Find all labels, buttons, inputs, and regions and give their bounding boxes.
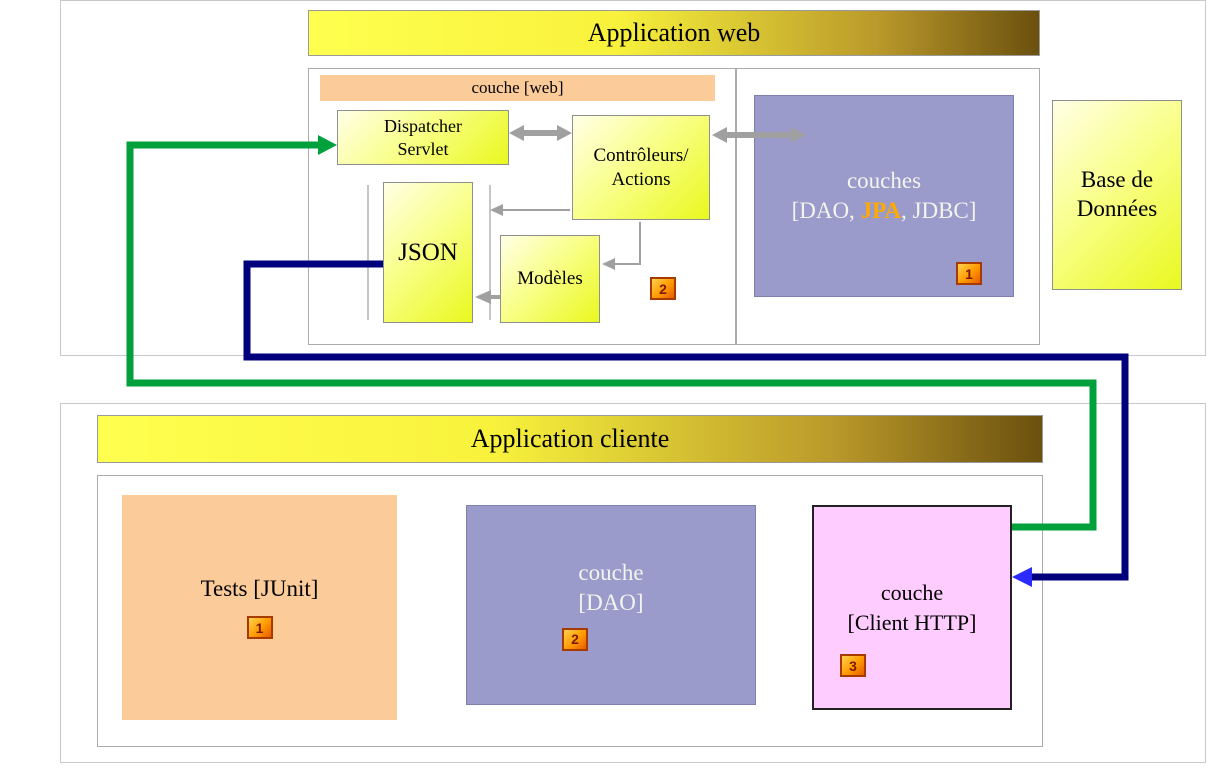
- json-label: JSON: [398, 238, 458, 266]
- dao-layers-line1: couches: [846, 168, 922, 193]
- tests-junit-label: Tests [JUnit]: [200, 576, 319, 601]
- client-app-title-bar: Application cliente: [97, 415, 1043, 463]
- client-dao-line1: couche: [578, 559, 644, 585]
- client-http-badge: 3: [840, 654, 866, 677]
- models-box: Modèles: [500, 235, 600, 323]
- controllers-actions-label: Contrôleurs/ Actions: [593, 144, 689, 190]
- tests-junit-badge: 1: [246, 616, 273, 639]
- dao-layers-badge: 1: [956, 262, 982, 285]
- web-layer-label: couche [web]: [471, 78, 564, 97]
- dao-layers-box: couches [DAO, JPA, JDBC] 1: [754, 95, 1014, 297]
- client-dao-badge: 2: [562, 627, 588, 651]
- database-box: Base de Données: [1052, 100, 1182, 290]
- client-http-box: couche [Client HTTP] 3: [812, 505, 1012, 710]
- client-dao-box: couche [DAO] 2: [466, 505, 756, 705]
- dispatcher-servlet-box: Dispatcher Servlet: [337, 110, 509, 165]
- dao-layers-line2-prefix: [DAO,: [791, 198, 861, 223]
- client-app-title: Application cliente: [470, 424, 670, 453]
- database-label: Base de Données: [1076, 167, 1158, 221]
- web-layer-label-bar: couche [web]: [320, 75, 715, 101]
- tests-junit-box: Tests [JUnit] 1: [122, 495, 397, 720]
- dao-layers-jpa-label: JPA: [860, 198, 902, 223]
- dao-layers-line2: [DAO, JPA, JDBC]: [792, 198, 977, 224]
- client-dao-line2: [DAO]: [578, 589, 644, 615]
- models-label: Modèles: [517, 268, 583, 290]
- json-box: JSON: [383, 182, 473, 323]
- controllers-actions-box: Contrôleurs/ Actions: [572, 115, 710, 220]
- models-badge: 2: [650, 277, 676, 300]
- web-app-title: Application web: [587, 18, 761, 47]
- dao-layers-line2-suffix: , JDBC]: [901, 198, 977, 223]
- client-http-line2: [Client HTTP]: [847, 609, 977, 635]
- web-app-title-bar: Application web: [308, 10, 1040, 56]
- dispatcher-servlet-label: Dispatcher Servlet: [384, 116, 462, 159]
- client-http-line1: couche: [880, 579, 944, 605]
